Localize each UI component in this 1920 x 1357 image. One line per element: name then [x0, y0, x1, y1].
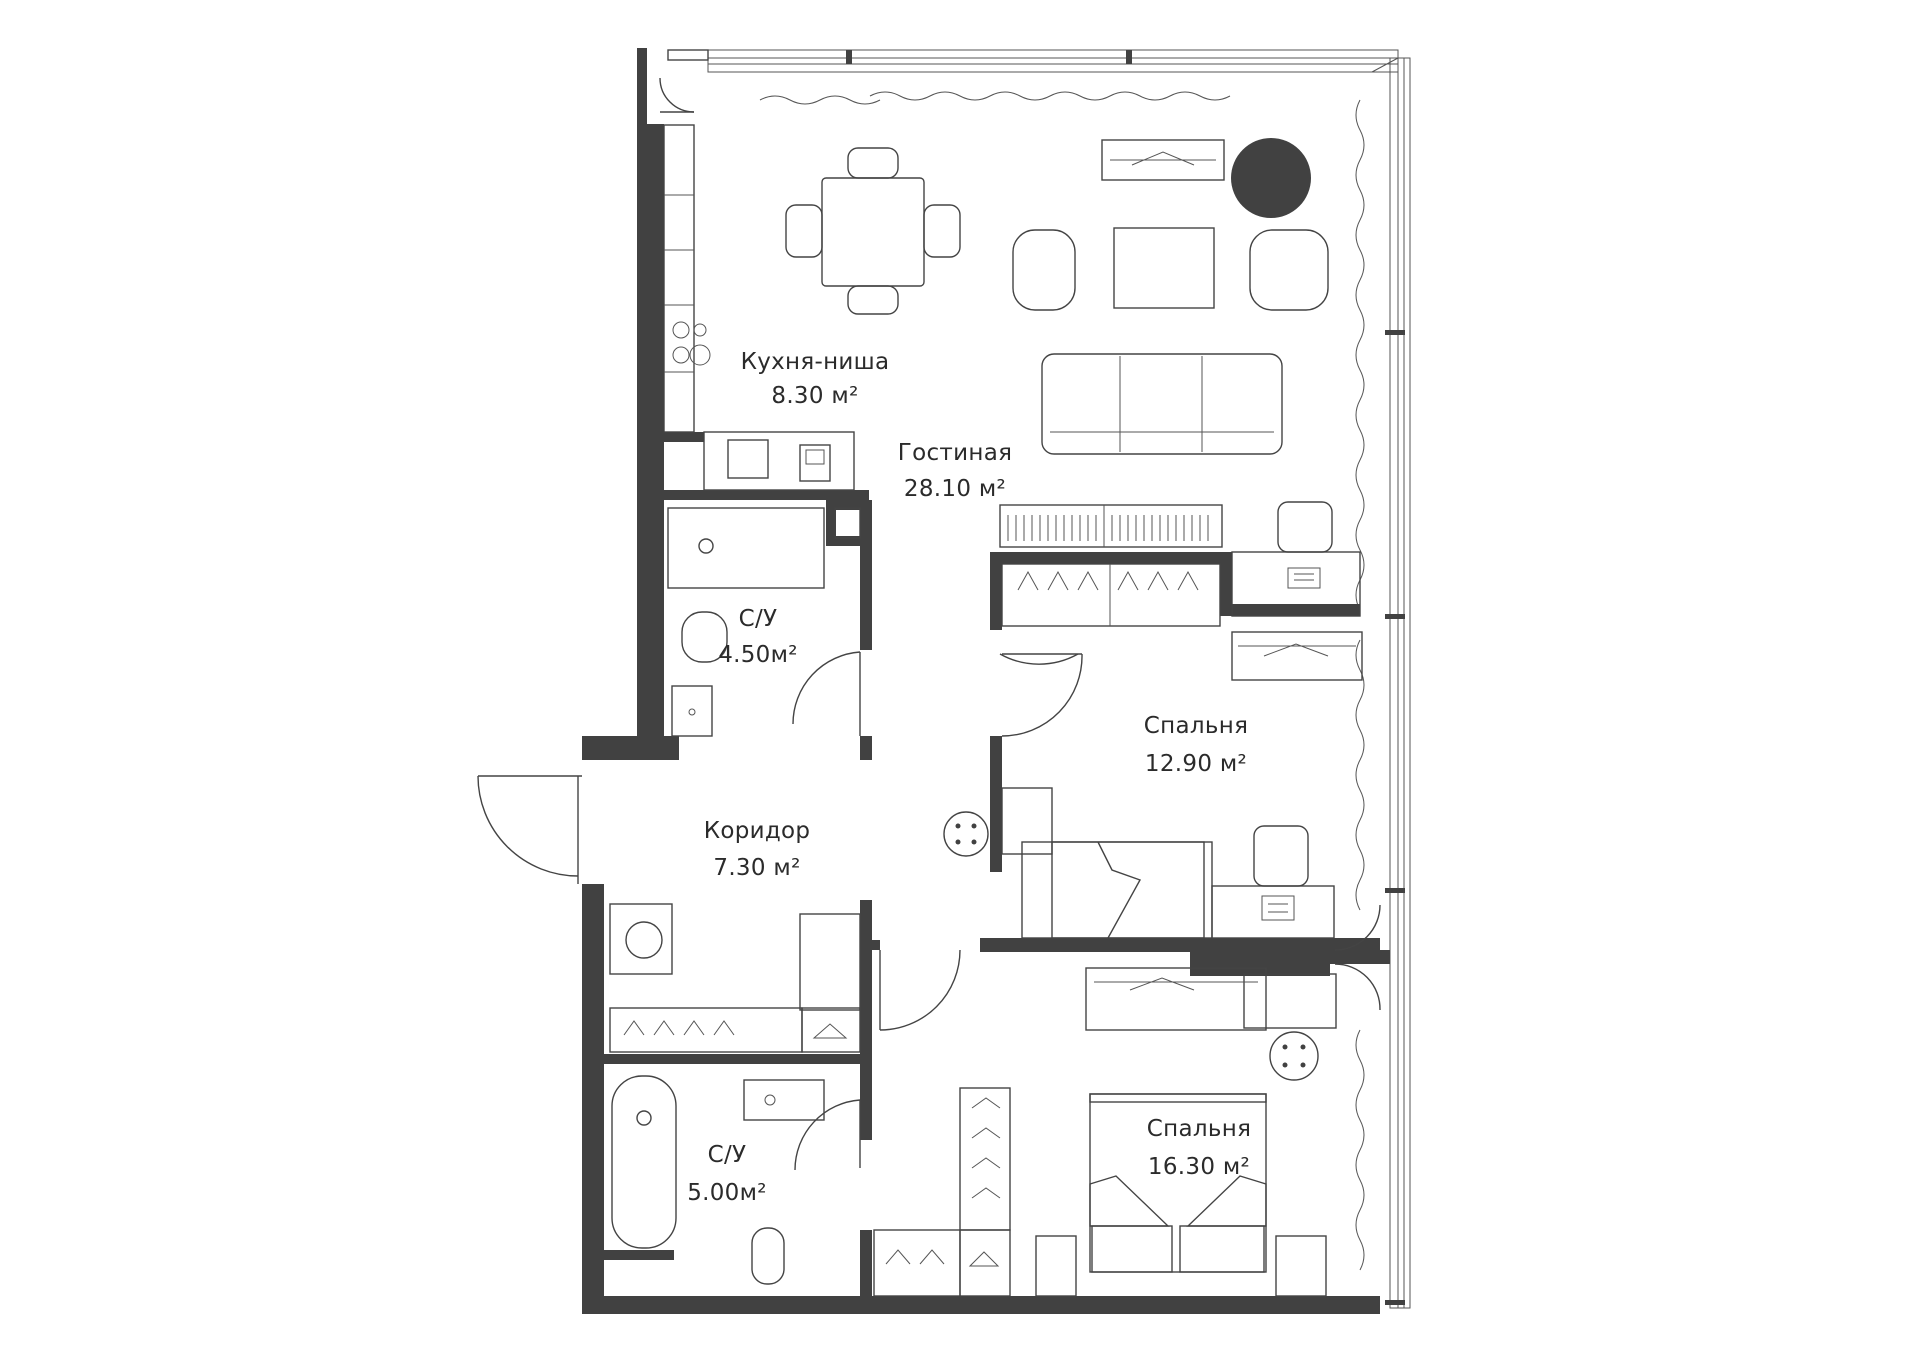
room-area-corridor: 7.30 м² [713, 855, 800, 881]
room-name-corridor: Коридор [704, 818, 811, 844]
bath2-fixtures [611, 1075, 825, 1285]
window-glazing [707, 49, 1411, 1309]
kitchen-counter [663, 124, 855, 491]
corridor-furniture [609, 903, 861, 1053]
room-name-bath1: С/У [739, 606, 778, 632]
room-label-kitchen: Кухня-ниша 8.30 м² [741, 349, 890, 409]
room-name-bedroom2: Спальня [1147, 1116, 1251, 1142]
walls [582, 48, 1390, 1314]
dining-set [785, 147, 961, 315]
room-label-bedroom1: Спальня 12.90 м² [1144, 713, 1248, 777]
room-area-bath1: 4.50м² [718, 642, 798, 668]
bedroom2-furniture [873, 967, 1337, 1297]
room-name-kitchen: Кухня-ниша [741, 349, 890, 375]
room-area-kitchen: 8.30 м² [771, 383, 858, 409]
room-area-bath2: 5.00м² [687, 1180, 767, 1206]
wardrobe-living [1001, 563, 1221, 627]
room-area-bedroom1: 12.90 м² [1145, 751, 1247, 777]
room-label-bath1: С/У 4.50м² [718, 606, 798, 668]
entrance-door [477, 775, 582, 884]
living-furniture [999, 138, 1361, 617]
room-area-bedroom2: 16.30 м² [1148, 1154, 1250, 1180]
room-label-corridor: Коридор 7.30 м² [704, 818, 811, 881]
room-area-living: 28.10 м² [904, 476, 1006, 502]
room-name-bath2: С/У [708, 1142, 747, 1168]
room-label-bedroom2: Спальня 16.30 м² [1147, 1116, 1251, 1180]
bedroom1-furniture [943, 631, 1363, 939]
interior-doors [659, 49, 1381, 1171]
room-name-bedroom1: Спальня [1144, 713, 1248, 739]
room-label-living: Гостиная 28.10 м² [898, 440, 1012, 502]
curtains [759, 91, 1365, 1271]
room-name-living: Гостиная [898, 440, 1012, 466]
room-label-bath2: С/У 5.00м² [687, 1142, 767, 1206]
bath1-fixtures [667, 507, 861, 737]
